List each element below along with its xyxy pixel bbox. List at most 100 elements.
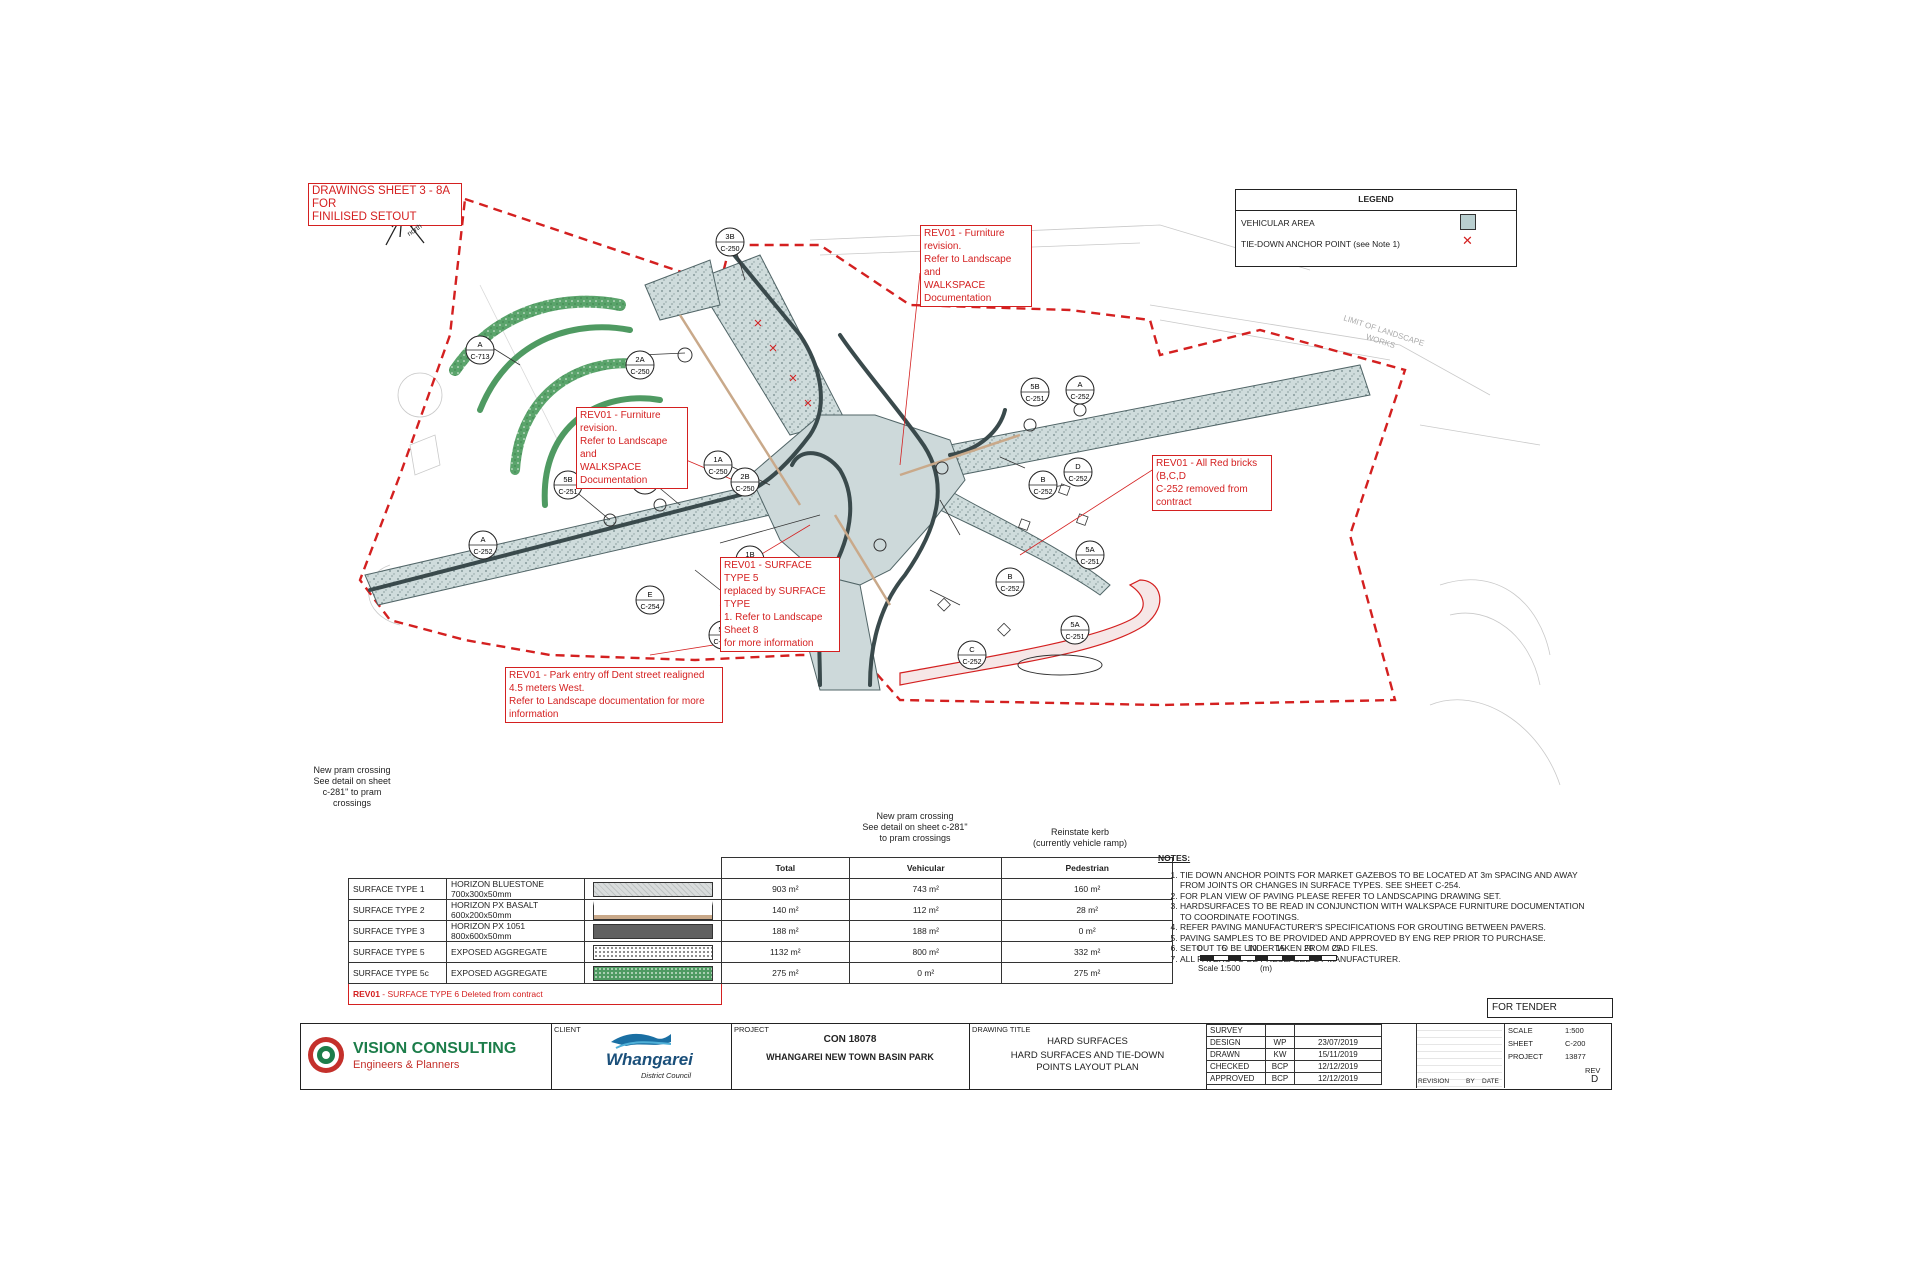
table-rev-row: REV01 - SURFACE TYPE 6 Deleted from cont… — [348, 983, 1173, 1005]
general-notes: NOTES: TIE DOWN ANCHOR POINTS FOR MARKET… — [1158, 853, 1598, 964]
callout-sheet: C-252 — [1000, 586, 1019, 593]
callout-bubble: 5BC-251 — [1020, 377, 1050, 407]
revision-history — [1416, 1024, 1502, 1088]
surface-swatch — [592, 900, 713, 920]
project-no-value: 13877 — [1565, 1052, 1586, 1061]
callout-sheet: C-250 — [735, 486, 754, 493]
scale-label: Scale 1:500 — [1198, 964, 1241, 973]
callout-bubble: B C-252 — [995, 567, 1025, 597]
drawing-title-line: POINTS LAYOUT PLAN — [1036, 1062, 1139, 1073]
surface-product: EXPOSED AGGREGATE — [446, 941, 585, 963]
vehicular-area: 112 m² — [849, 899, 1003, 921]
callout-ref: B — [1040, 475, 1045, 484]
surface-product: HORIZON PX 1051 800x600x50mm — [446, 920, 585, 942]
pram-crossing-center: New pram crossing See detail on sheet c-… — [862, 811, 968, 843]
signoff-initials — [1265, 1024, 1295, 1037]
callout-ref: A — [477, 340, 482, 349]
callout-ref: 3B — [725, 232, 734, 241]
callout-sheet: C-251 — [1065, 634, 1084, 641]
date-label: DATE — [1482, 1078, 1499, 1085]
sheet-info-label: SHEET — [1508, 1039, 1534, 1048]
signoff-role: DESIGN — [1206, 1036, 1266, 1049]
callout-sheet: C-251 — [1080, 559, 1099, 566]
swatch — [584, 941, 722, 963]
callout-ref: B — [1007, 572, 1012, 581]
scale-info-label: SCALE — [1508, 1026, 1533, 1035]
company-subtitle: Engineers & Planners — [353, 1059, 460, 1071]
signoff-date: 12/12/2019 — [1294, 1072, 1382, 1085]
callout-bubble: DC-252 — [1063, 457, 1093, 487]
surface-product: EXPOSED AGGREGATE — [446, 962, 585, 984]
scale-unit: (m) — [1260, 964, 1272, 973]
swatch — [584, 962, 722, 984]
scale-graphic — [1200, 955, 1337, 961]
legend-item-tie-down: TIE-DOWN ANCHOR POINT (see Note 1) — [1241, 239, 1401, 249]
rev-value: D — [1591, 1074, 1599, 1085]
callout-ref: A — [1077, 380, 1082, 389]
vehicular-area: 743 m² — [849, 878, 1003, 900]
signoff-row: SURVEY — [1206, 1024, 1382, 1037]
company-logo-icon — [308, 1037, 344, 1073]
reinstate-kerb-label: Reinstate kerb (currently vehicle ramp) — [1032, 827, 1128, 848]
signoff-date: 12/12/2019 — [1294, 1060, 1382, 1073]
callout-sheet: C-252 — [473, 549, 492, 556]
note-item: TIE DOWN ANCHOR POINTS FOR MARKET GAZEBO… — [1180, 870, 1598, 891]
note-item: REFER PAVING MANUFACTURER'S SPECIFICATIO… — [1180, 922, 1598, 933]
callout-bubble: 1AC-250 — [703, 450, 733, 480]
setout-note-line: DRAWINGS SHEET 3 - 8A FOR — [312, 185, 450, 210]
callout-ref: C — [969, 645, 975, 654]
callout-sheet: C-713 — [470, 354, 489, 361]
site-boundary — [358, 197, 1407, 707]
callout-ref: E — [647, 590, 652, 599]
project-name: WHANGAREI NEW TOWN BASIN PARK — [766, 1052, 934, 1062]
signoff-initials: KW — [1265, 1048, 1295, 1061]
callout-ref: 5A — [1085, 545, 1094, 554]
signoff-initials: BCP — [1265, 1072, 1295, 1085]
signoff-role: CHECKED — [1206, 1060, 1266, 1073]
red-brick-path — [899, 579, 1161, 686]
pedestrian-area: 0 m² — [1001, 920, 1173, 942]
client-cell: CLIENT Whangarei District Council — [551, 1024, 732, 1089]
client-label: CLIENT — [554, 1025, 581, 1034]
legend-title: LEGEND — [1358, 194, 1394, 204]
signoff-initials: WP — [1265, 1036, 1295, 1049]
vehicular-area: 800 m² — [849, 941, 1003, 963]
note-item: FOR PLAN VIEW OF PAVING PLEASE REFER TO … — [1180, 891, 1598, 902]
total-area: 1132 m² — [720, 941, 851, 963]
callout-ref: 2A — [635, 355, 644, 364]
surface-type: SURFACE TYPE 2 — [348, 899, 447, 921]
signoff-date: 23/07/2019 — [1294, 1036, 1382, 1049]
callout-ref: A — [480, 535, 485, 544]
rev-note-furniture-top: REV01 - Furniture revision. Refer to Lan… — [920, 225, 1032, 307]
notes-title: NOTES: — [1158, 853, 1191, 863]
table-header: Total — [720, 857, 851, 879]
rev-note-furniture-left: REV01 - Furniture revision. Refer to Lan… — [576, 407, 688, 489]
signoff-date: 15/11/2019 — [1294, 1048, 1382, 1061]
callout-bubble: CC-252 — [957, 640, 987, 670]
callout-bubble: AC-252 — [1065, 375, 1095, 405]
callout-sheet: C-252 — [1033, 489, 1052, 496]
surface-swatch — [592, 965, 713, 981]
legend-swatch-vehicular — [1460, 214, 1476, 230]
total-area: 275 m² — [720, 962, 851, 984]
swatch — [584, 899, 722, 921]
callout-ref: 5A — [1070, 620, 1079, 629]
surface-type: SURFACE TYPE 5c — [348, 962, 447, 984]
company-cell: VISION CONSULTING Engineers & Planners — [301, 1024, 552, 1089]
callout-bubble: 5A C-251 — [1075, 540, 1105, 570]
surface-swatch — [592, 944, 713, 960]
basalt-strips — [678, 314, 1021, 606]
setout-note: DRAWINGS SHEET 3 - 8A FOR FINILISED SETO… — [308, 183, 462, 226]
callout-bubble: 3BC-250 — [715, 227, 745, 257]
note-item: SETOUT TO BE UNDERTAKEN FROM CAD FILES. — [1180, 943, 1598, 954]
surface-swatch — [592, 923, 713, 939]
setout-note-line: FINILISED SETOUT — [312, 211, 417, 223]
table-header: Pedestrian — [1001, 857, 1173, 879]
tie-down-markers — [754, 319, 812, 407]
